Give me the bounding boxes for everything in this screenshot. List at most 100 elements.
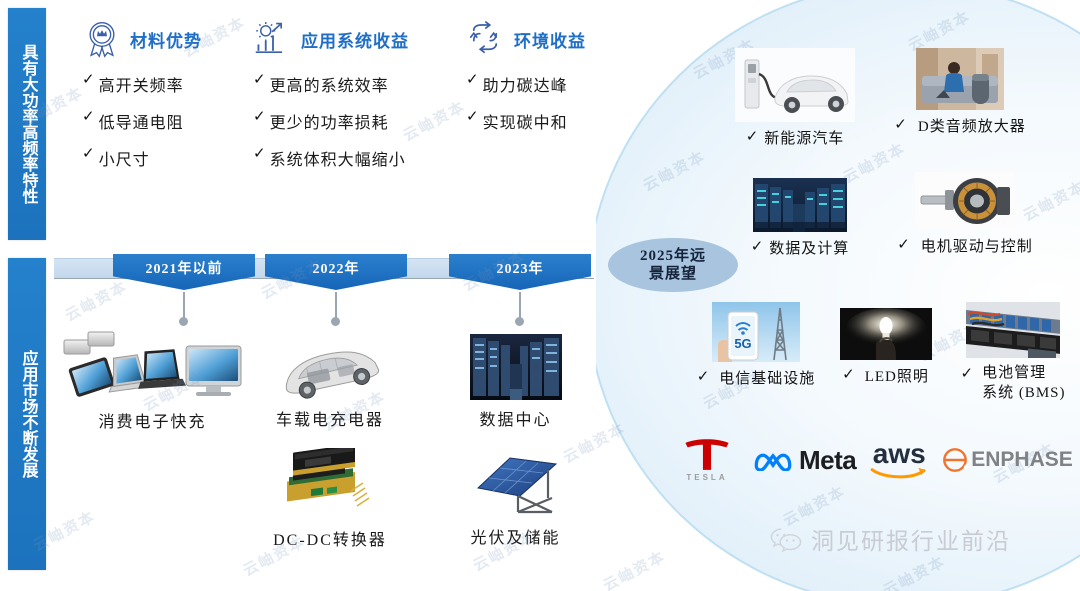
application-label-text: D类音频放大器 — [917, 119, 1026, 135]
feature-list-item: ✓低导通电阻 — [82, 109, 202, 133]
feature-list: ✓高开关频率 ✓低导通电阻 ✓小尺寸 — [82, 72, 202, 170]
application-label-text: LED照明 — [864, 369, 929, 385]
check-icon: ✓ — [745, 129, 760, 145]
application-label: ✓ 电信基础设施 — [676, 367, 836, 388]
recycle-loop-icon — [466, 19, 506, 59]
feature-list-item-label: 低导通电阻 — [98, 115, 184, 132]
timeline-dot — [515, 317, 524, 326]
watermark: 云岫资本 — [400, 98, 469, 145]
server-racks-icon — [448, 334, 583, 400]
application-label-line2: 系统 (BMS) — [982, 385, 1066, 402]
battery-pack-icon — [966, 302, 1060, 366]
product-label: 数据中心 — [479, 412, 552, 429]
application-label-text: 电信基础设施 — [719, 371, 816, 387]
application-label-text: 电机驱动与控制 — [920, 239, 1033, 255]
check-icon: ✓ — [466, 72, 480, 88]
outlook-badge-line1: 2025年远 — [639, 247, 706, 264]
feature-application-system-benefit: 应用系统收益 ✓更高的系统效率 ✓更少的功率损耗 ✓系统体积大幅缩小 — [253, 16, 409, 183]
product-solar-storage: 光伏及储能 — [448, 450, 583, 548]
application-label: ✓ 新能源汽车 — [730, 127, 860, 148]
logo-meta-text: Meta — [799, 444, 857, 475]
gear-bar-chart-growth-icon — [253, 19, 293, 59]
logo-aws: aws — [870, 437, 928, 480]
feature-list: ✓更高的系统效率 ✓更少的功率损耗 ✓系统体积大幅缩小 — [253, 72, 409, 170]
application-label: ✓ 电池管理 系统 (BMS) — [946, 363, 1080, 404]
application-label-line1: 电池管理 — [982, 365, 1047, 381]
timeline-dot — [179, 317, 188, 326]
feature-list-item: ✓系统体积大幅缩小 — [253, 146, 409, 170]
check-icon: ✓ — [696, 369, 711, 385]
feature-list-item-label: 更高的系统效率 — [269, 78, 389, 95]
market-growth-banner: 应用市场不断发展 — [8, 258, 46, 570]
application-label: ✓ D类音频放大器 — [880, 115, 1040, 136]
living-room-speaker-icon — [916, 48, 1004, 110]
feature-header: 环境收益 — [466, 16, 586, 62]
feature-list-item-label: 助力碳达峰 — [482, 78, 568, 95]
watermark: 云岫资本 — [62, 278, 131, 325]
feature-title: 应用系统收益 — [301, 31, 409, 51]
application-class-d-audio-amplifier: ✓ D类音频放大器 — [880, 48, 1040, 136]
check-icon: ✓ — [897, 237, 911, 253]
product-onboard-charger: 车载电充电器 — [250, 338, 410, 430]
application-label-text: 数据及计算 — [769, 241, 850, 257]
server-room-icon — [753, 178, 847, 232]
application-label: ✓ 数据及计算 — [740, 237, 860, 258]
feature-title: 环境收益 — [514, 31, 586, 51]
aws-smile-icon — [870, 468, 926, 479]
check-icon: ✓ — [253, 146, 267, 162]
timeline-tag-label: 2023年 — [496, 262, 544, 277]
product-label: 车载电充电器 — [275, 412, 384, 429]
market-growth-banner-text: 应用市场不断发展 — [19, 350, 37, 478]
product-label: DC-DC转换器 — [273, 532, 387, 549]
timeline-tag-2021[interactable]: 2021年以前 — [113, 254, 255, 290]
footer-attribution: 洞见研报行业前沿 — [770, 522, 1011, 556]
ev-charging-car-icon — [735, 48, 855, 122]
tesla-t-icon — [685, 438, 729, 470]
light-bulb-icon — [839, 308, 932, 360]
timeline-tag-label: 2021年以前 — [145, 262, 223, 277]
product-label: 消费电子快充 — [98, 414, 207, 431]
check-icon: ✓ — [82, 72, 96, 88]
outlook-2025-badge: 2025年远 景展望 — [608, 238, 738, 292]
check-icon: ✓ — [466, 109, 480, 125]
feature-list-item-label: 更少的功率损耗 — [269, 115, 389, 132]
feature-list-item: ✓高开关频率 — [82, 72, 202, 96]
feature-header: 应用系统收益 — [253, 16, 409, 62]
timeline-tag-label: 2022年 — [312, 262, 360, 277]
product-label: 光伏及储能 — [470, 530, 561, 547]
feature-list-item-label: 实现碳中和 — [482, 115, 568, 132]
timeline-dot — [331, 317, 340, 326]
outlook-badge-line2: 景展望 — [648, 266, 697, 282]
feature-list-item-label: 高开关频率 — [98, 78, 184, 95]
enphase-e-icon — [943, 448, 969, 472]
product-consumer-fast-charge: 消费电子快充 — [60, 330, 245, 432]
timeline-tag-2022[interactable]: 2022年 — [265, 254, 407, 290]
timeline-stem — [183, 292, 185, 320]
feature-list: ✓助力碳达峰 ✓实现碳中和 — [466, 72, 586, 133]
logo-enphase-text: ENPHASE — [971, 448, 1073, 471]
power-module-pcb-icon — [255, 444, 405, 520]
logo-tesla: TESLA — [676, 438, 738, 482]
feature-list-item: ✓更高的系统效率 — [253, 72, 409, 96]
svg-text:5G: 5G — [734, 336, 751, 351]
feature-list-item: ✓助力碳达峰 — [466, 72, 586, 96]
feature-list-item-label: 系统体积大幅缩小 — [269, 152, 406, 169]
power-characteristics-banner-text: 具有大功率高频率特性 — [19, 44, 37, 204]
timeline-tag-2023[interactable]: 2023年 — [449, 254, 591, 290]
product-data-center: 数据中心 — [448, 334, 583, 430]
5g-phone-tower-icon: 5G — [712, 302, 800, 362]
application-label: ✓ LED照明 — [828, 365, 943, 386]
feature-header: 材料优势 — [82, 16, 202, 62]
check-icon: ✓ — [894, 117, 908, 133]
logo-enphase: ENPHASE — [942, 447, 1073, 473]
solar-panel-icon — [448, 450, 583, 518]
electric-motor-icon — [915, 172, 1015, 230]
laptops-tablet-monitor-icon — [60, 330, 245, 402]
footer-text: 洞见研报行业前沿 — [811, 529, 1011, 554]
brand-logo-row: TESLA Meta aws ENPHAS — [676, 432, 1076, 488]
application-label-text: 电池管理 系统 (BMS) — [982, 363, 1065, 404]
check-icon: ✓ — [253, 72, 267, 88]
logo-aws-text: aws — [872, 437, 926, 469]
logo-meta: Meta — [752, 444, 857, 476]
check-icon: ✓ — [750, 239, 765, 255]
